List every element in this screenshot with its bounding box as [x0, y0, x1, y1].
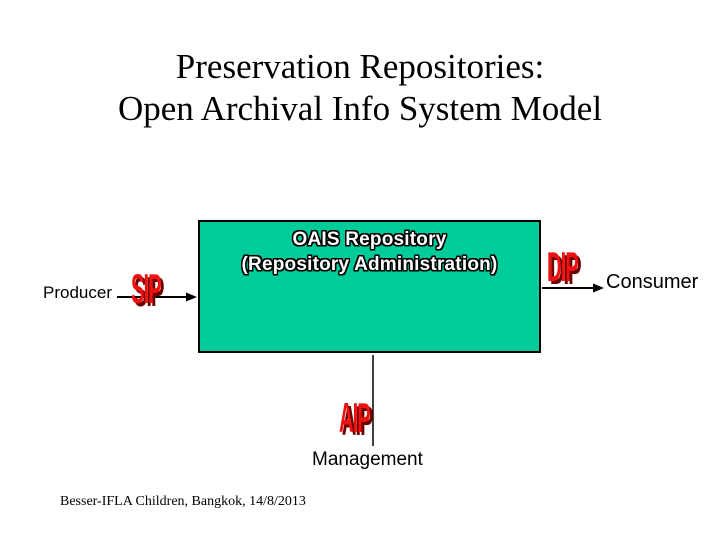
management-label: Management	[312, 449, 423, 470]
slide-title-line1: Preservation Repositories:	[175, 47, 545, 86]
consumer-label: Consumer	[606, 271, 699, 293]
slide-footer: Besser-IFLA Children, Bangkok, 14/8/2013	[60, 494, 306, 509]
producer-label: Producer	[43, 283, 112, 302]
sip-flow-label: SIP	[131, 265, 162, 312]
slide-title: Preservation Repositories: Open Archival…	[0, 46, 720, 130]
oais-box-title: OAIS Repository	[292, 229, 447, 250]
slide-title-line2: Open Archival Info System Model	[117, 89, 603, 128]
dip-flow-label: DIP	[547, 243, 579, 290]
oais-repository-box: OAIS Repository (Repository Administrati…	[198, 220, 541, 353]
oais-box-subtitle: (Repository Administration)	[241, 254, 498, 275]
aip-flow-label: AIP	[339, 394, 371, 441]
